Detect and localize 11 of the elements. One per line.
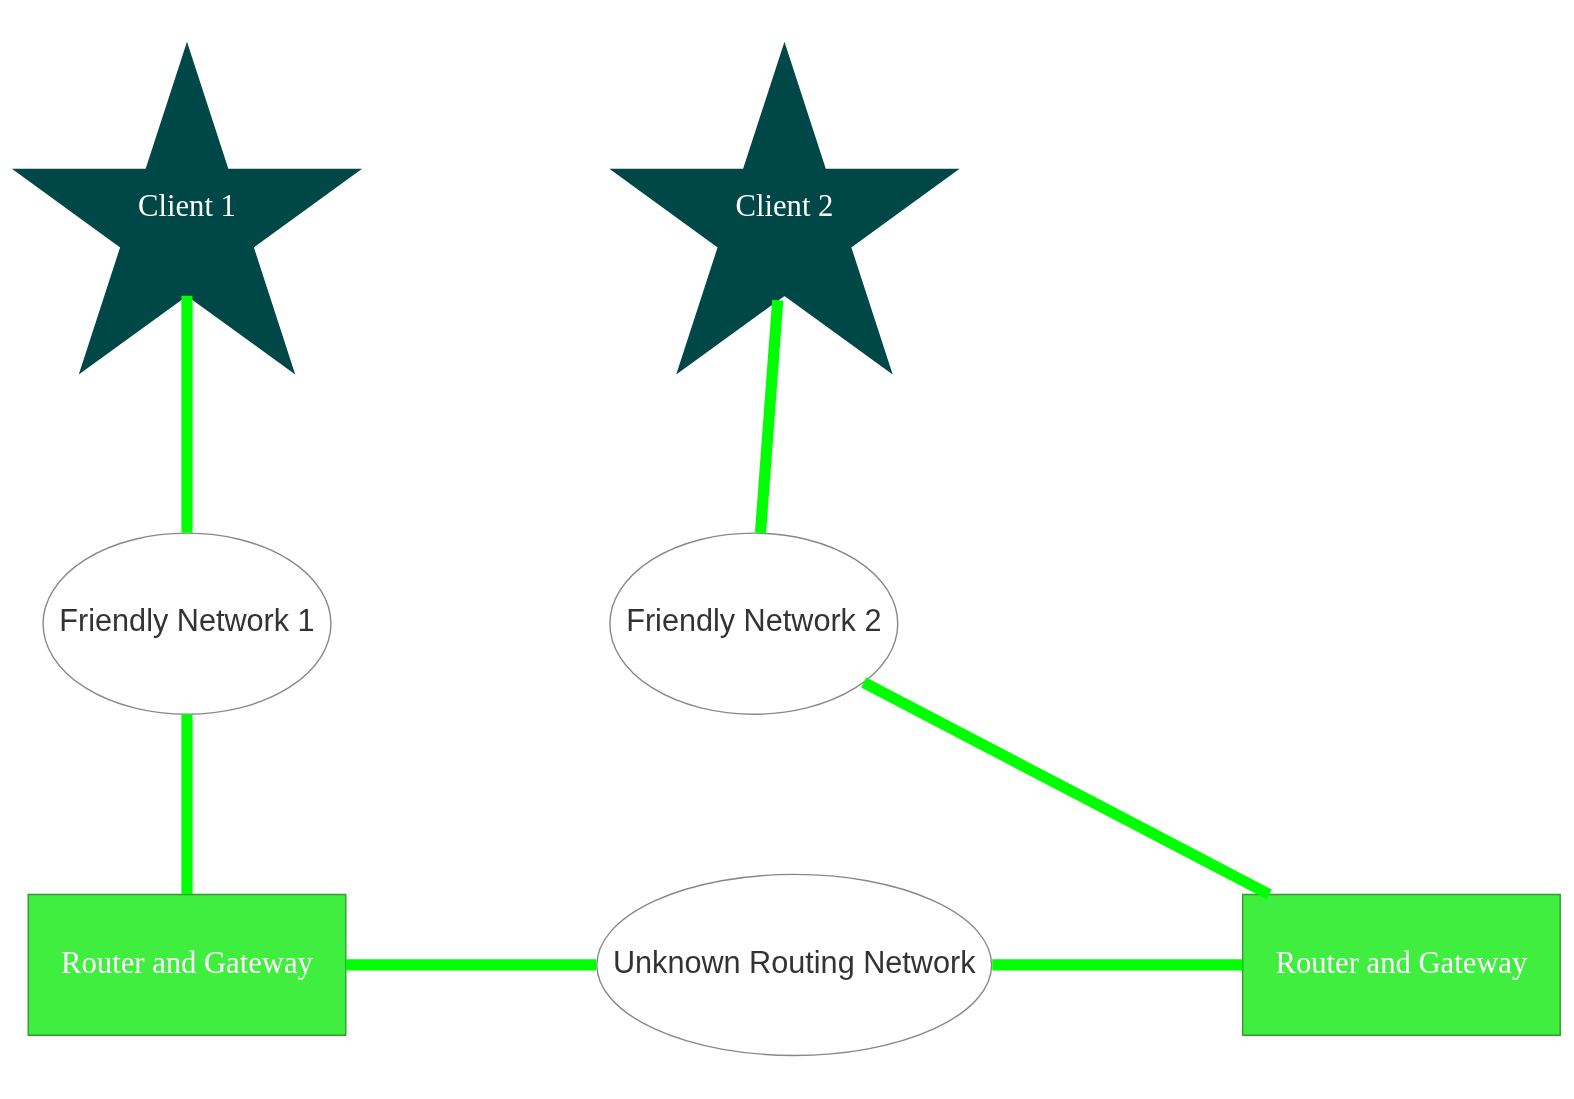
connector <box>181 295 193 533</box>
node-box: Router and Gateway <box>27 893 347 1036</box>
connector <box>861 677 1272 900</box>
node-box: Router and Gateway <box>1241 893 1561 1036</box>
connector <box>345 959 597 971</box>
node-ellipse: Friendly Network 2 <box>609 532 899 715</box>
connector <box>754 299 784 534</box>
connector <box>992 959 1243 971</box>
connector <box>181 714 193 895</box>
node-ellipse: Unknown Routing Network <box>596 873 993 1057</box>
node-ellipse: Friendly Network 1 <box>42 532 332 715</box>
